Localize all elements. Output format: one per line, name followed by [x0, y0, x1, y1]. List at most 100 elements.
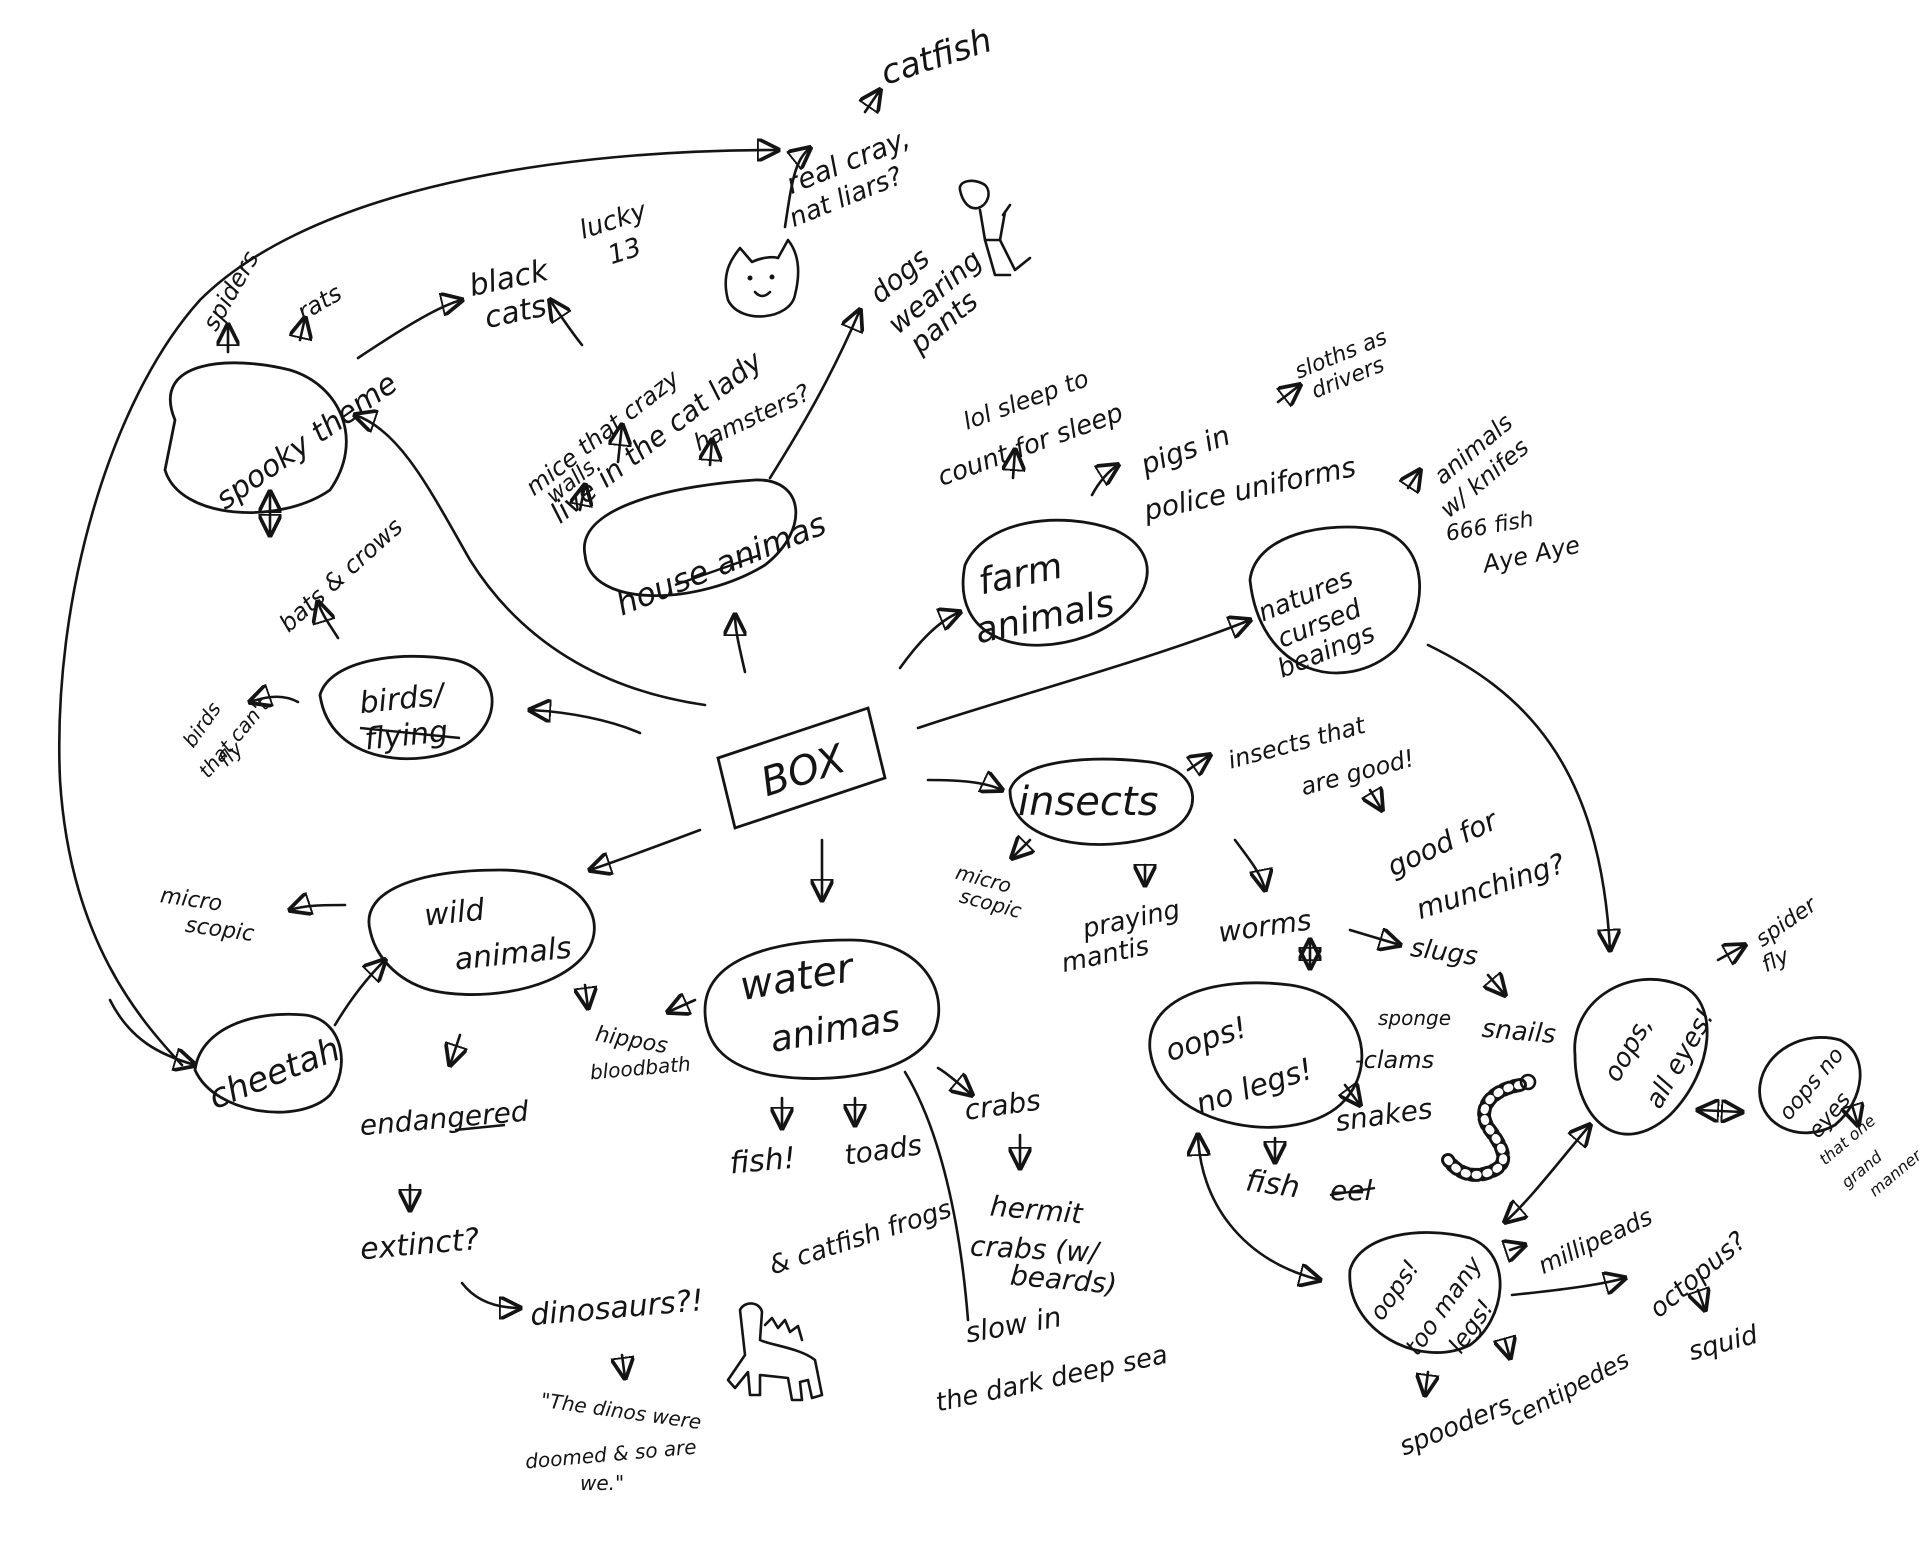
pigs-line1: pigs in	[1135, 419, 1234, 482]
connector-box-wild	[590, 828, 702, 870]
connector-box-natures	[916, 620, 1250, 730]
lucky-13-line1: lucky	[576, 196, 651, 246]
strike-animas	[674, 553, 761, 587]
oops-no-eyes-bubble	[1758, 1036, 1862, 1135]
fish-water-label: fish!	[728, 1141, 797, 1182]
catfish-top-label: catfish	[876, 20, 997, 93]
no-legs-line2: no legs!	[1192, 1052, 1317, 1122]
connector-alleyes-toomany	[1505, 1125, 1590, 1222]
cheetah-label: cheetah	[203, 1029, 346, 1118]
connector-insects-micro	[1012, 840, 1030, 858]
all-eyes-line1: oops,	[1598, 1011, 1659, 1087]
center-node: BOX	[755, 736, 852, 807]
connector-alleyes-spider	[1716, 945, 1745, 960]
dinos-quote-line2: doomed & so are	[524, 1435, 697, 1474]
connector-cheetah-wild	[333, 960, 385, 1027]
hippos-line2: bloodbath	[589, 1052, 692, 1085]
connector-cheetah-to-real-cray	[58, 150, 778, 1067]
spiders-top-label: spiders	[197, 246, 265, 335]
connector-crazy-up	[550, 300, 584, 347]
fish-eel-line1: fish	[1244, 1163, 1302, 1205]
connector-noeyes-down	[1852, 1105, 1858, 1125]
sponge-line2: -clams	[1355, 1046, 1434, 1074]
strike-endangered	[454, 1123, 506, 1132]
connector-pigs-sloths	[1278, 385, 1300, 402]
spider-line1: spider	[1751, 892, 1823, 953]
connector-farm-pigs	[1090, 465, 1118, 497]
wild-animals-bubble	[367, 868, 596, 996]
crabs-label: crabs	[962, 1083, 1042, 1126]
birds-line2: flying	[363, 714, 450, 758]
spooders-label: spooders	[1395, 1390, 1516, 1462]
connector-insects-good	[1188, 755, 1210, 770]
no-legs-line1: oops!	[1161, 1010, 1251, 1069]
water-line2: animas	[767, 998, 903, 1061]
connector-spooky-black-cats	[356, 300, 462, 360]
dinos-quote-line1: "The dinos were	[539, 1388, 703, 1434]
slow-line2: the dark deep sea	[933, 1340, 1170, 1418]
connector-hamsters-up	[710, 440, 712, 467]
connector-box-birds	[530, 710, 642, 735]
connector-house-dogs	[768, 310, 860, 480]
connector-mice-up	[580, 485, 585, 512]
connector-wild-endangered	[450, 1033, 460, 1065]
spooky-theme-bubble	[163, 361, 348, 514]
cheetah-bubble	[193, 1012, 343, 1114]
connector-bats-up	[318, 602, 340, 640]
connector-wild-hippos	[585, 983, 588, 1008]
connector-black-cats-up	[783, 148, 810, 229]
insects-bubble	[1008, 757, 1194, 846]
hermit-line3: beards)	[1009, 1259, 1118, 1301]
micro-wild-line1: micro	[159, 883, 224, 916]
connector-water-deep	[903, 1070, 970, 1322]
all-eyes-line2: all eyes!	[1640, 1004, 1721, 1114]
hermit-line2: crabs (w/	[969, 1229, 1102, 1269]
centipedes-label: centipedes	[1504, 1345, 1633, 1432]
house-animals-label: house animas	[610, 505, 831, 624]
connector-worms-slugs	[1348, 930, 1400, 945]
wild-line2: animals	[453, 931, 573, 978]
connector-natures-all-eyes	[1426, 643, 1610, 950]
connector-birds-cant-fly	[250, 697, 300, 702]
connector-extinct-dino	[460, 1281, 520, 1308]
toads-label: toads	[842, 1128, 923, 1171]
endangered-label: endangered	[358, 1095, 530, 1143]
oops-all-eyes-bubble	[1573, 977, 1709, 1136]
snake-drawing	[1441, 1073, 1537, 1182]
center-label: BOX	[755, 736, 852, 807]
connector-box-house	[735, 615, 745, 674]
sponge-line1: sponge	[1378, 1006, 1451, 1030]
connector-water-hippos	[668, 1000, 697, 1012]
connector-toomany-centipedes	[1505, 1340, 1510, 1358]
strike-flying	[359, 726, 461, 740]
oops-too-many-legs-bubble	[1348, 1231, 1502, 1354]
water-animals-bubble	[703, 938, 941, 1080]
bats-crows-label: bats & crows	[274, 513, 408, 638]
connector-box-spooky	[355, 415, 707, 707]
connector-insects-worms	[1233, 838, 1265, 890]
connector-box-farm	[898, 612, 960, 670]
rats-label: rats	[292, 279, 346, 326]
connector-catfish-up	[865, 90, 880, 112]
micro-wild-line2: scopic	[184, 913, 256, 947]
connector-sleep-up	[1013, 450, 1015, 480]
connector-toomany-octopus	[1510, 1278, 1625, 1297]
cat-face-drawing	[724, 238, 800, 318]
snails-label: snails	[1481, 1014, 1557, 1050]
dinosaurs-label: dinosaurs?!	[529, 1283, 705, 1333]
farm-animals-bubble	[961, 518, 1149, 647]
wild-line1: wild	[423, 892, 488, 933]
connector-nolegs-toomany	[1198, 1135, 1320, 1280]
snakes-label: snakes	[1333, 1092, 1434, 1138]
birds-flying-bubble	[318, 654, 494, 761]
connector-mice-up2	[618, 425, 622, 464]
connector-water-crabs	[936, 1066, 972, 1095]
connector-toomany-millipedes	[1510, 1245, 1525, 1250]
catfish-frogs-label: & catfish frogs	[766, 1194, 956, 1281]
connectors	[58, 90, 1858, 1395]
oops-no-legs-bubble	[1148, 981, 1364, 1129]
millipedes-label: millipeads	[1534, 1203, 1657, 1280]
center-box-frame	[716, 706, 887, 830]
connector-octopus-squid	[1698, 1290, 1705, 1310]
